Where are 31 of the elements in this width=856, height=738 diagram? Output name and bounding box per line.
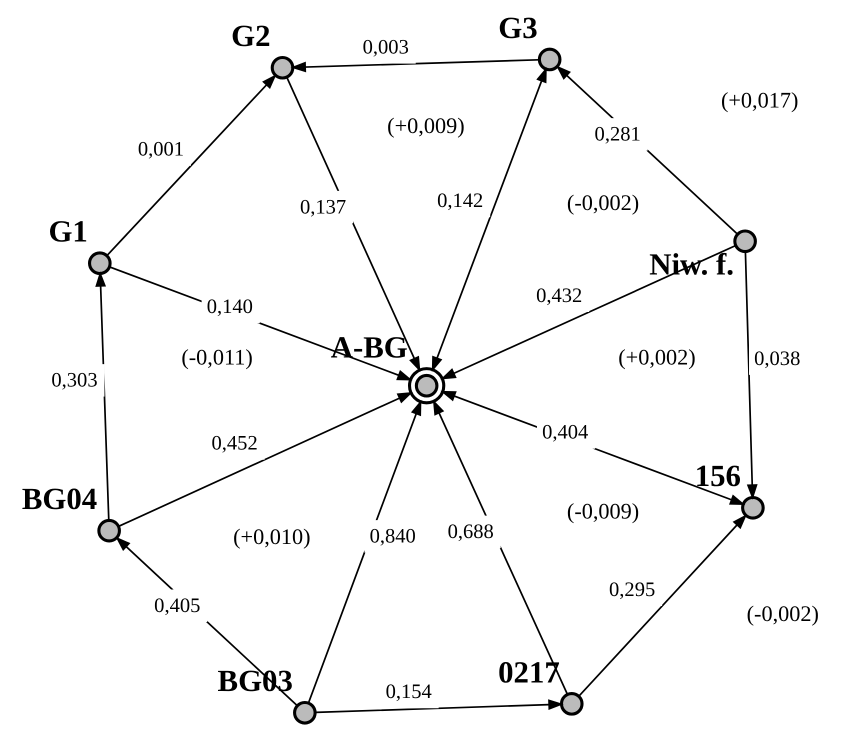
node-label: 0217 <box>498 655 560 690</box>
edge-label: 0,432 <box>536 284 582 307</box>
edge-label: 0,688 <box>448 521 494 543</box>
label: (+0,009) <box>387 113 465 138</box>
label: (+0,010) <box>233 524 311 549</box>
node-label: BG04 <box>22 482 98 516</box>
node-label: G3 <box>498 10 538 45</box>
label: (-0,002) <box>746 601 819 626</box>
edge-label: 0,295 <box>609 578 656 601</box>
node-label: 156 <box>694 459 741 494</box>
node-label: G1 <box>48 214 88 249</box>
edge-label: 0,137 <box>300 196 346 218</box>
edge-label: 0,140 <box>206 296 253 318</box>
edge-label: 0,038 <box>754 348 800 370</box>
edge-label: 0,142 <box>437 190 484 212</box>
node-label: G2 <box>231 19 271 54</box>
edge-label: 0,303 <box>51 370 98 392</box>
label: (-0,002) <box>566 190 640 216</box>
label: (+0,002) <box>618 344 696 370</box>
edge-label: 0,281 <box>594 124 641 146</box>
edge-label: 0,405 <box>154 594 200 617</box>
edge-label: 0,452 <box>212 432 258 455</box>
label: (-0,011) <box>181 344 253 370</box>
edge-label: 0,154 <box>386 681 432 704</box>
edge-label: 0,404 <box>542 422 588 444</box>
edge-label: 0,001 <box>138 138 184 161</box>
label: (+0,017) <box>720 87 798 112</box>
edge-label: 0,840 <box>370 526 416 548</box>
label: (-0,009) <box>566 498 640 524</box>
node-label: A-BG <box>330 330 408 364</box>
edge-label: 0,003 <box>362 36 409 59</box>
